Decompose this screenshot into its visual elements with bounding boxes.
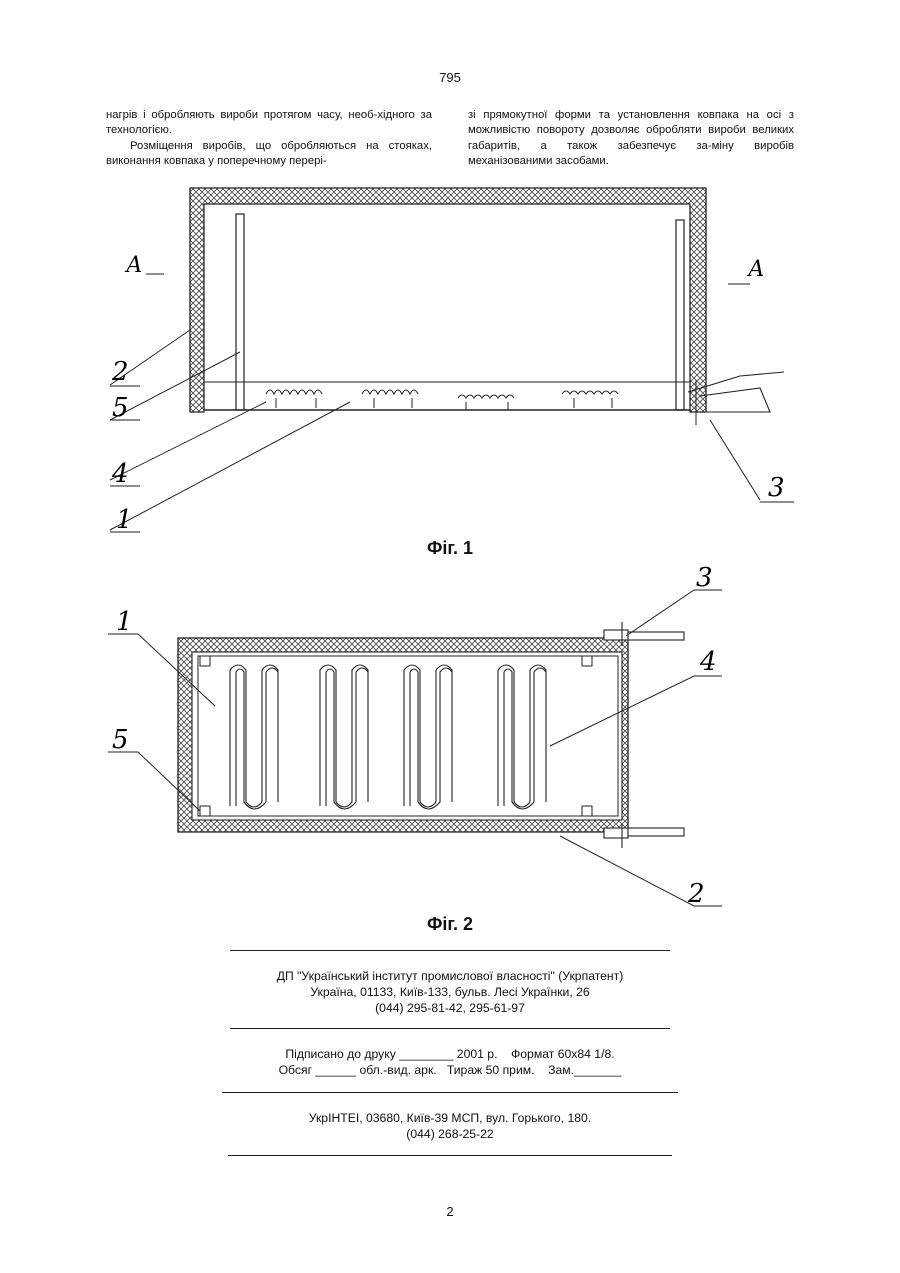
section-label-left: А <box>124 253 143 278</box>
print-info-block: Підписано до друку ________ 2001 р. Форм… <box>0 1046 900 1078</box>
divider <box>228 1155 672 1156</box>
callout-label: 5 <box>112 393 129 423</box>
right-column: зі прямокутної форми та установлення ков… <box>468 108 794 170</box>
publisher-block: ДП "Український інститут промислової вла… <box>0 968 900 1016</box>
figure-1-caption: Фіг. 1 <box>0 538 900 559</box>
publisher-line: ДП "Український інститут промислової вла… <box>0 968 900 984</box>
paragraph: нагрів і обробляють вироби протягом часу… <box>106 108 432 139</box>
divider <box>230 950 670 951</box>
figure-2-caption: Фіг. 2 <box>0 914 900 935</box>
page-number-top: 795 <box>0 70 900 85</box>
callout-label: 4 <box>699 647 717 677</box>
printer-line: УкрІНТЕІ, 03680, Київ-39 МСП, вул. Горьк… <box>0 1110 900 1126</box>
publisher-line: Україна, 01133, Київ-133, бульв. Лесі Ук… <box>0 984 900 1000</box>
paragraph: Розміщення виробів, що обробляються на с… <box>106 139 432 170</box>
print-line: Підписано до друку ________ 2001 р. Форм… <box>0 1046 900 1062</box>
print-line: Обсяг ______ обл.-вид. арк. Тираж 50 при… <box>0 1062 900 1078</box>
divider <box>222 1092 678 1093</box>
callout-label: 3 <box>696 566 713 593</box>
callout-label: 1 <box>116 607 133 637</box>
figure-1-drawing: А А 2 5 4 1 3 <box>100 180 800 540</box>
figure-2-drawing: 1 5 3 4 2 <box>100 566 740 916</box>
divider <box>230 1028 670 1029</box>
callout-label: 4 <box>111 459 129 489</box>
printer-line: (044) 268-25-22 <box>0 1126 900 1142</box>
callout-label: 1 <box>116 505 133 535</box>
section-label-right: А <box>746 257 765 282</box>
publisher-line: (044) 295-81-42, 295-61-97 <box>0 1000 900 1016</box>
printer-block: УкрІНТЕІ, 03680, Київ-39 МСП, вул. Горьк… <box>0 1110 900 1142</box>
callout-label: 3 <box>768 473 785 503</box>
callout-label: 5 <box>112 725 129 755</box>
left-column: нагрів і обробляють вироби протягом часу… <box>106 108 432 170</box>
page-number-bottom: 2 <box>0 1204 900 1219</box>
paragraph: зі прямокутної форми та установлення ков… <box>468 108 794 170</box>
callout-label: 2 <box>687 879 705 909</box>
callout-label: 2 <box>111 357 129 387</box>
